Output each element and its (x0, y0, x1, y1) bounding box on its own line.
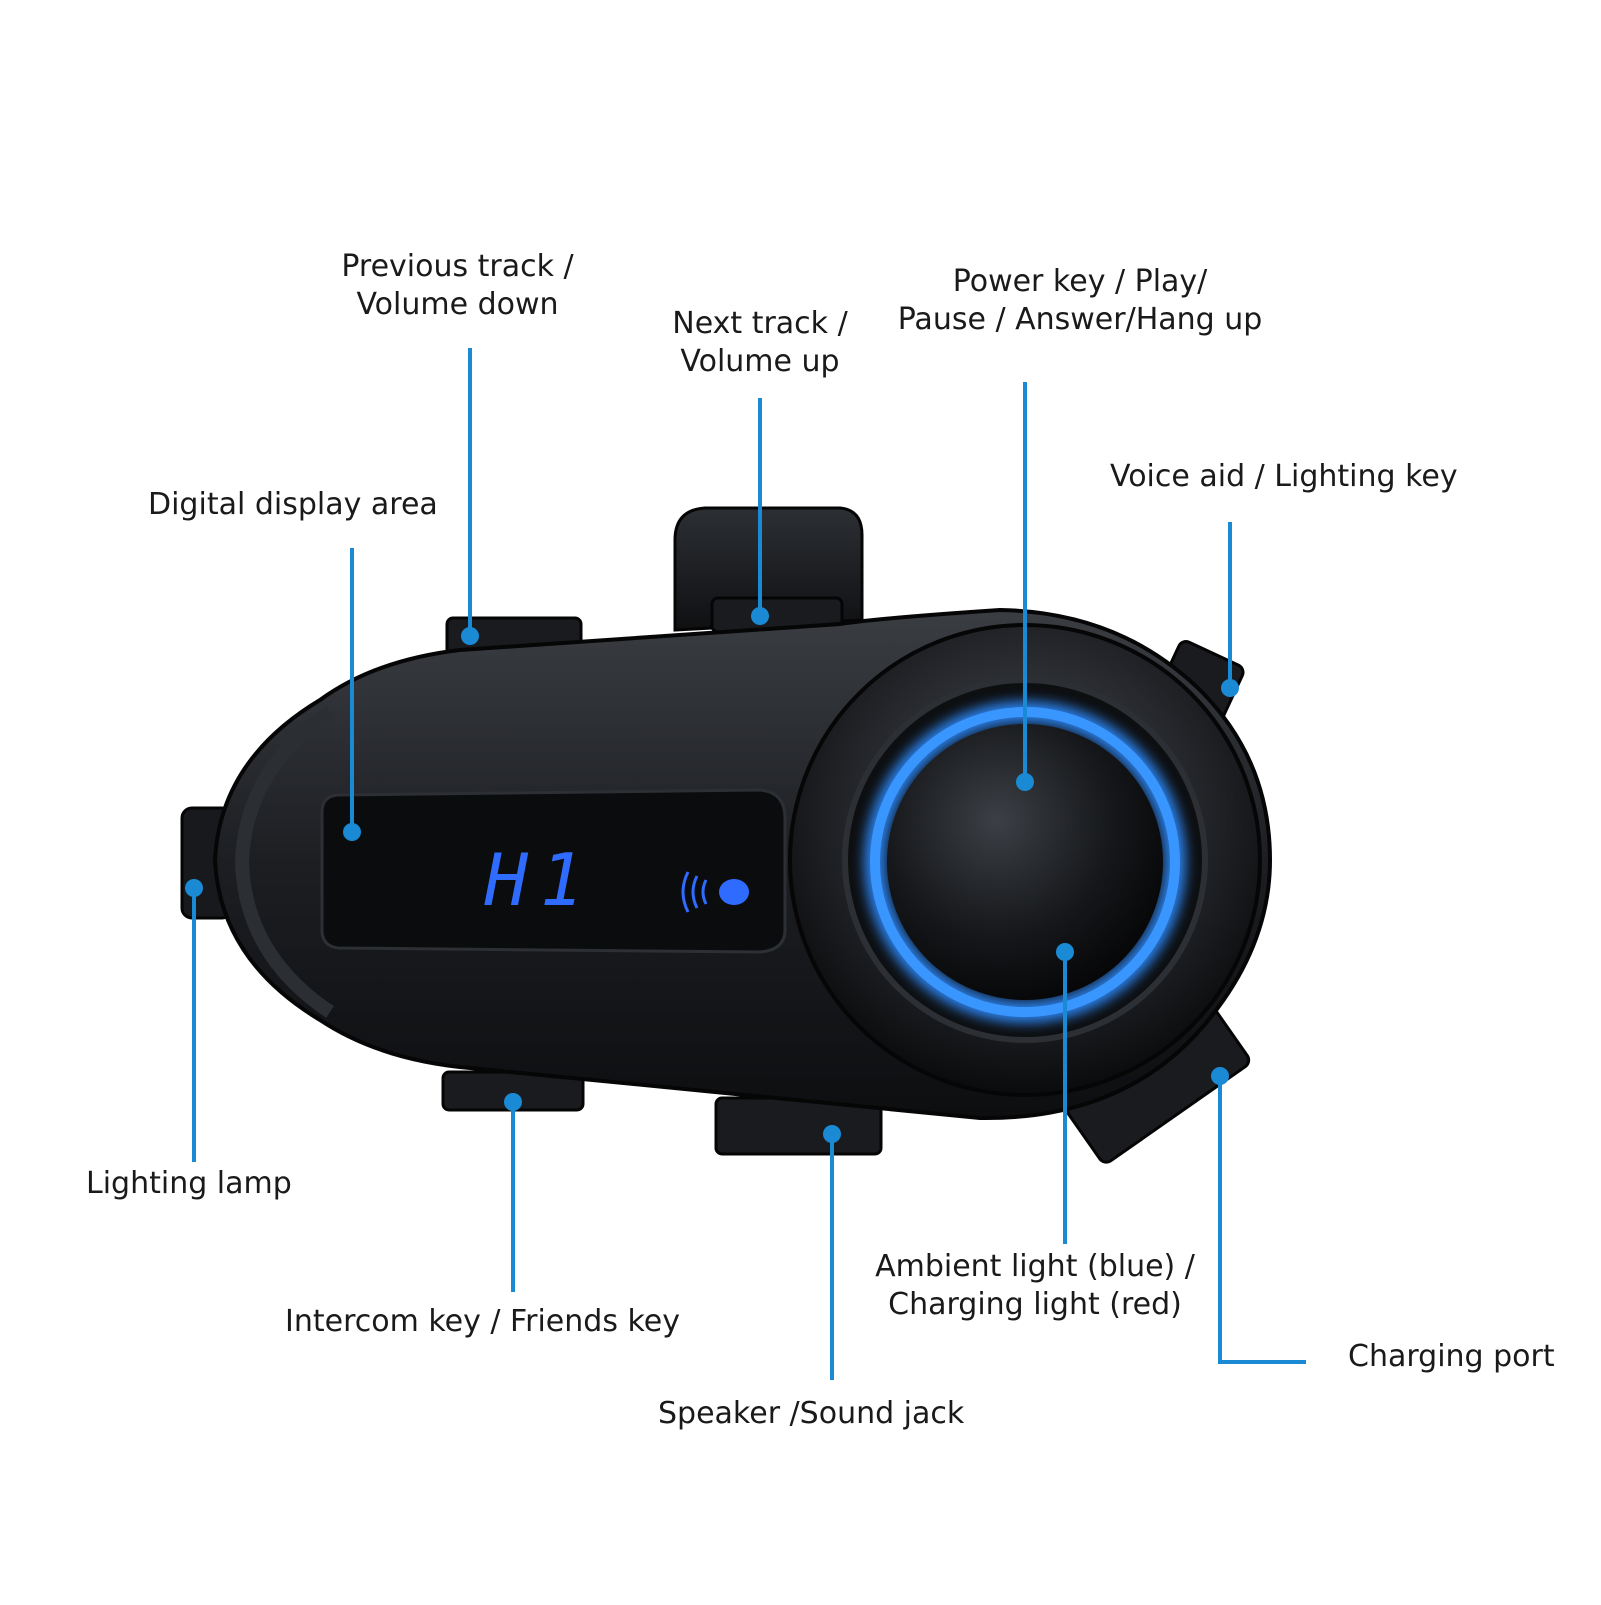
leader-lines (192, 348, 1306, 1380)
voice-signal-icon (681, 871, 749, 913)
label-speaker-jack: Speaker /Sound jack (658, 1396, 965, 1431)
leader-dots (185, 607, 1239, 1143)
label-digital-display: Digital display area (148, 487, 438, 522)
left-rim (234, 706, 334, 1018)
label-power-key: Power key / Play/ Pause / Answer/Hang up (897, 264, 1263, 337)
display-readout: H1 (484, 838, 596, 922)
label-lighting-lamp: Lighting lamp (86, 1166, 292, 1201)
label-next-track: Next track / Volume up (672, 306, 848, 379)
label-charging-port: Charging port (1348, 1339, 1555, 1374)
label-previous-track: Previous track / Volume down (341, 249, 574, 322)
label-intercom-key: Intercom key / Friends key (285, 1304, 680, 1339)
display-panel (320, 788, 787, 954)
label-voice-aid: Voice aid / Lighting key (1110, 459, 1458, 494)
label-ambient-light: Ambient light (blue) / Charging light (r… (875, 1249, 1195, 1322)
power-key[interactable] (887, 724, 1163, 1000)
